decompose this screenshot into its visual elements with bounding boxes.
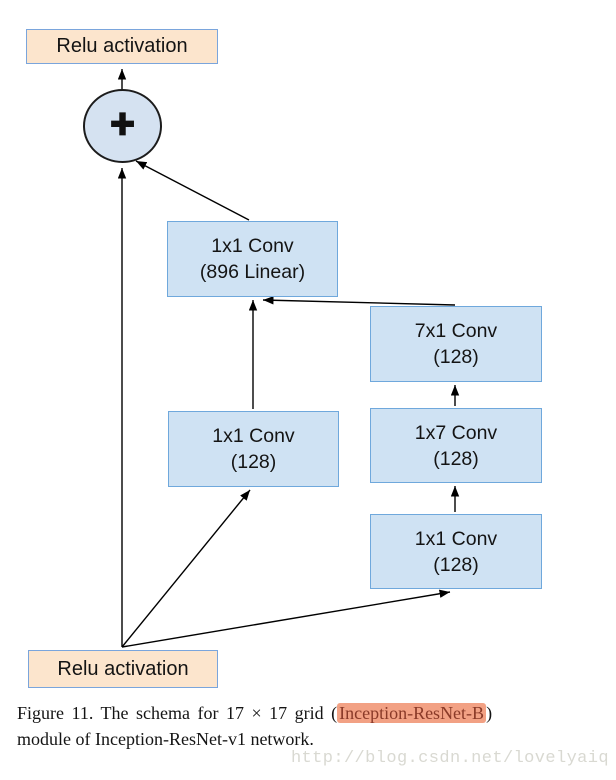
caption-text-before-highlight: Figure 11. The schema for 17 × 17 grid ( — [17, 703, 338, 723]
plus-icon: + — [109, 99, 135, 147]
caption-line2: module of Inception-ResNet-v1 network. — [17, 729, 314, 749]
edge-relu-bottom-to-conv-1x1-left — [121, 489, 251, 648]
conv-1x1-128-right-box: 1x1 Conv (128) — [370, 514, 542, 589]
conv-1x7-128-line2: (128) — [433, 447, 479, 470]
residual-add-node: + — [83, 89, 162, 163]
conv-7x1-128-box: 7x1 Conv (128) — [370, 306, 542, 382]
caption-text-after-highlight: ) — [486, 703, 493, 723]
conv-1x1-896-line1: 1x1 Conv — [211, 235, 294, 257]
edge-relu-bottom-to-conv-1x1-right — [121, 589, 451, 648]
relu-activation-bottom-box: Relu activation — [28, 650, 218, 688]
figure-caption: Figure 11. The schema for 17 × 17 grid (… — [17, 700, 577, 752]
conv-1x1-128-left-box: 1x1 Conv (128) — [168, 411, 339, 487]
edge-conv-7x1-to-conv-896 — [262, 296, 456, 306]
edge-conv-896-to-add — [135, 160, 250, 221]
conv-1x1-896-line2: (896 Linear) — [199, 261, 306, 283]
relu-activation-bottom-label: Relu activation — [57, 657, 189, 680]
conv-7x1-128-line2: (128) — [433, 346, 479, 368]
relu-activation-top-box: Relu activation — [26, 29, 218, 64]
conv-1x7-128-line1: 1x7 Conv — [414, 421, 498, 444]
caption-line1: Figure 11. The schema for 17 × 17 grid (… — [17, 700, 577, 726]
caption-highlight: Inception-ResNet-B — [337, 703, 487, 723]
relu-activation-top-label: Relu activation — [56, 35, 188, 57]
conv-1x1-128-right-line1: 1x1 Conv — [414, 527, 498, 550]
conv-1x1-128-left-line1: 1x1 Conv — [212, 425, 295, 447]
conv-1x1-128-left-line2: (128) — [230, 451, 277, 473]
conv-7x1-128-line1: 7x1 Conv — [414, 320, 498, 342]
watermark-url: http://blog.csdn.net/lovelyaiq — [290, 749, 609, 768]
conv-1x1-896-linear-box: 1x1 Conv (896 Linear) — [167, 221, 338, 297]
conv-1x1-128-right-line2: (128) — [433, 553, 479, 576]
conv-1x7-128-box: 1x7 Conv (128) — [370, 408, 542, 483]
